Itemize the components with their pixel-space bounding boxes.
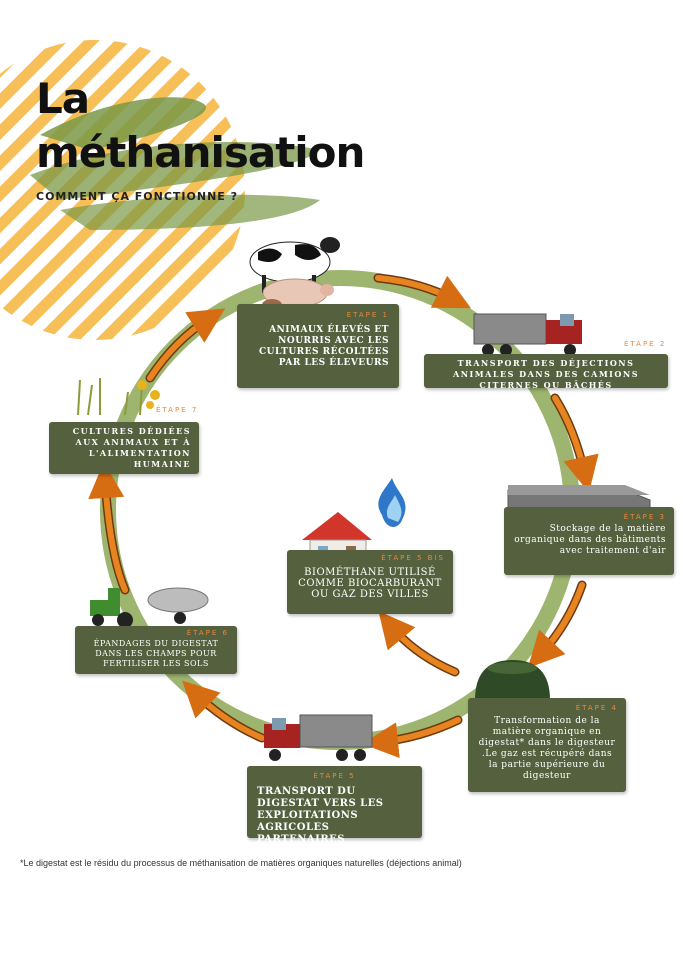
step-5bis-label: ÉTAPE 5 BIS — [381, 554, 445, 562]
step-4-box: ÉTAPE 4 Transformation de la matière org… — [468, 698, 626, 792]
step-5-box: ÉTAPE 5 TRANSPORT DU DIGESTAT VERS LES E… — [247, 766, 422, 845]
page-subtitle: COMMENT ÇA FONCTIONNE ? — [36, 190, 239, 203]
truck-bottom-icon — [264, 714, 373, 761]
crops-icon — [77, 378, 143, 416]
step-2-label: ÉTAPE 2 — [624, 340, 667, 348]
truck-icon — [473, 313, 582, 356]
arrow-3-4 — [527, 582, 585, 669]
arrow-5-6 — [182, 680, 265, 741]
step-7-box: CULTURES DÉDIÉES AUX ANIMAUX ET À L'ALIM… — [49, 422, 199, 474]
step-5bis-text: BIOMÉTHANE UTILISÉ COMME BIOCARBURANT OU… — [298, 567, 442, 600]
tractor-tanker-icon — [90, 587, 209, 628]
step-1-box: ETAPE 1 ANIMAUX ÉLEVÉS ET NOURRIS AVEC L… — [237, 304, 399, 388]
digester-dome-icon — [475, 660, 550, 700]
step-6-text: ÉPANDAGES DU DIGESTAT DANS LES CHAMPS PO… — [93, 639, 219, 668]
arrow-2-3 — [552, 395, 599, 493]
step-2-box: TRANSPORT DES DÉJECTIONS ANIMALES DANS D… — [424, 354, 668, 390]
step-7-label: ÉTAPE 7 — [156, 406, 199, 414]
gas-flame-icon — [378, 478, 406, 527]
arrow-7-1 — [147, 308, 226, 381]
step-7-text: CULTURES DÉDIÉES AUX ANIMAUX ET À L'ALIM… — [72, 426, 191, 469]
step-3-box: ÉTAPE 3 Stockage de la matière organique… — [504, 507, 674, 575]
arrow-6-7 — [88, 462, 128, 593]
step-3-text: Stockage de la matière organique dans de… — [514, 524, 666, 556]
footnote: *Le digestat est le résidu du processus … — [20, 858, 462, 868]
step-6-box: ÉTAPE 6 ÉPANDAGES DU DIGESTAT DANS LES C… — [75, 626, 237, 674]
cow-icon — [249, 237, 340, 293]
page-title-line1: La — [36, 74, 90, 123]
step-2-text: TRANSPORT DES DÉJECTIONS ANIMALES DANS D… — [453, 358, 639, 390]
arrow-1-2 — [375, 275, 472, 309]
brush-stroke — [60, 194, 320, 230]
brush-stroke — [30, 142, 320, 200]
page-title-line2: méthanisation — [36, 128, 365, 177]
step-3-label: ÉTAPE 3 — [623, 513, 666, 521]
step-1-label: ETAPE 1 — [346, 311, 389, 319]
step-4-text: Transformation de la matière organique e… — [478, 716, 616, 781]
step-5bis-box: ÉTAPE 5 BIS BIOMÉTHANE UTILISÉ COMME BIO… — [287, 550, 453, 614]
step-6-label: ÉTAPE 6 — [186, 629, 229, 637]
arrow-4-5 — [362, 717, 461, 759]
step-5-label: ÉTAPE 5 — [313, 772, 356, 780]
brush-stroke — [40, 97, 206, 150]
sunflower-icon — [137, 380, 160, 409]
step-4-label: ÉTAPE 4 — [575, 704, 618, 712]
step-1-text: ANIMAUX ÉLEVÉS ET NOURRIS AVEC LES CULTU… — [259, 325, 389, 368]
step-5-text: TRANSPORT DU DIGESTAT VERS LES EXPLOITAT… — [257, 786, 384, 845]
arrow-4-5bis — [378, 611, 458, 675]
